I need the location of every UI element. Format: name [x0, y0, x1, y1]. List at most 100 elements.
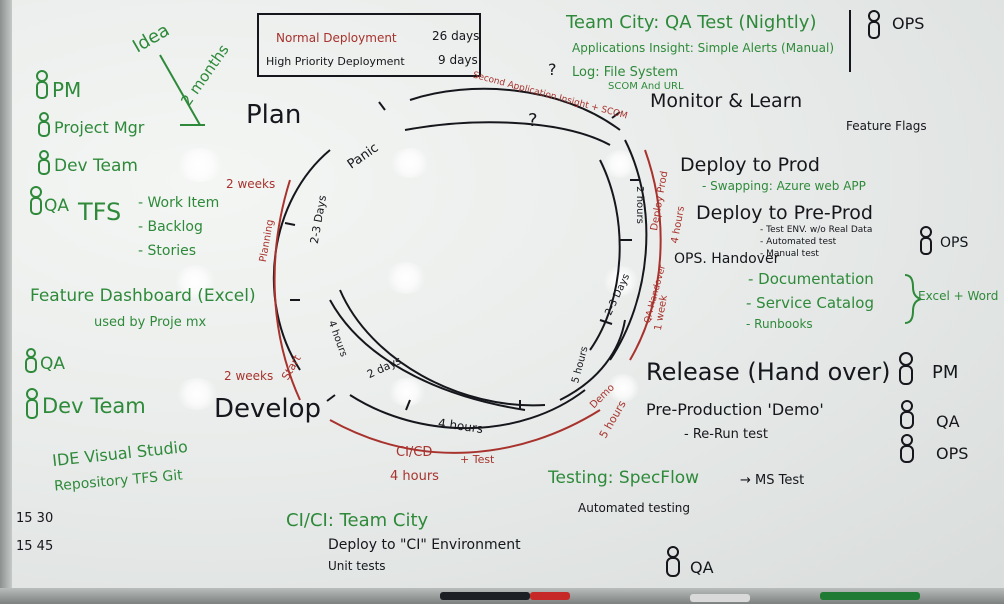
cycle-arc-bottom	[349, 389, 586, 430]
develop-role-qa: QA	[40, 354, 66, 374]
light-glare	[387, 378, 427, 406]
cycle-arc-inner-right	[589, 159, 621, 351]
red-arc-right	[629, 149, 662, 361]
teamcity-ops: OPS	[892, 14, 925, 33]
person-icon	[898, 400, 916, 434]
cycle-label-4-hours-bottom: 4 hours	[390, 469, 439, 484]
role-qa-left: QA	[44, 196, 70, 216]
deploy-preprod-ops: OPS	[940, 235, 969, 251]
phase-plan: Plan	[246, 100, 302, 130]
person-icon	[664, 546, 682, 582]
ops-handover-item: - Runbooks	[746, 317, 813, 331]
cycle-label-question: ?	[548, 60, 557, 79]
light-glare	[390, 148, 430, 178]
ops-handover-title: OPS. Handover	[674, 251, 780, 267]
cycle-arc-right	[609, 139, 648, 361]
cycle-label-2-weeks-top: 2 weeks	[226, 177, 276, 191]
cycle-arc-bottom-right	[559, 319, 626, 401]
testing-arrow: → MS Test	[740, 473, 805, 488]
person-icon	[918, 226, 934, 260]
priority-deployment-days: 9 days	[438, 53, 478, 67]
deploy-box	[257, 13, 481, 77]
preproduction-line2: - Re-Run test	[684, 427, 768, 442]
deploy-preprod-line: - Manual test	[760, 249, 819, 259]
cycle-label-question: ?	[528, 110, 538, 131]
person-icon	[896, 352, 916, 390]
teamcity-log2: SCOM And URL	[608, 81, 684, 92]
ops-handover-item: - Service Catalog	[746, 294, 874, 312]
teamcity-log: Log: File System	[572, 65, 679, 80]
develop-role-dev-team: Dev Team	[42, 394, 146, 418]
phase-release: Release (Hand over)	[646, 358, 891, 386]
person-icon	[34, 70, 50, 104]
person-icon	[28, 186, 44, 220]
marker-pen	[440, 592, 530, 600]
deploy-prod-sub: - Swapping: Azure web APP	[702, 179, 866, 193]
tfs-label: TFS	[78, 198, 122, 226]
ci-title: CI/CI: Team City	[286, 510, 429, 531]
ci-line2: Unit tests	[328, 559, 386, 573]
cycle-label-2-hours: 2 hours	[633, 186, 645, 224]
light-glare	[386, 262, 426, 294]
person-icon	[898, 434, 916, 468]
cycle-arc-left	[272, 149, 331, 371]
teamcity-applications: Applications Insight: Simple Alerts (Man…	[572, 41, 835, 55]
cycle-label-2-weeks-left: 2 weeks	[224, 369, 274, 383]
release-role: OPS	[936, 444, 969, 463]
release-role: QA	[936, 412, 960, 431]
deploy-preprod-title: Deploy to Pre-Prod	[696, 202, 873, 224]
tfs-item: - Work Item	[138, 195, 220, 211]
role-pm-left: PM	[52, 78, 82, 102]
role-dev-team: Dev Team	[54, 156, 138, 176]
ops-handover-item: - Documentation	[748, 270, 874, 288]
release-role: PM	[932, 362, 959, 383]
person-icon	[36, 112, 52, 142]
tfs-item: - Backlog	[138, 219, 203, 235]
cycle-arc-inner-top	[404, 121, 611, 146]
idea-arrow	[159, 54, 201, 126]
deploy-prod-title: Deploy to Prod	[680, 154, 820, 176]
person-icon	[24, 388, 40, 424]
teamcity-title: Team City: QA Test (Nightly)	[566, 12, 817, 33]
feature-flags: Feature Flags	[846, 119, 927, 133]
feature-dashboard-subtitle: used by Proje mx	[94, 315, 207, 330]
normal-deployment-label: Normal Deployment	[276, 31, 397, 45]
testing-line1: Testing: SpecFlow	[548, 468, 700, 488]
person-icon	[24, 348, 38, 378]
feature-dashboard-title: Feature Dashboard (Excel)	[30, 286, 256, 306]
cycle-arc-inner-left	[329, 299, 526, 411]
priority-deployment-label: High Priority Deployment	[266, 55, 405, 68]
light-glare	[606, 374, 640, 402]
ops-handover-excel-word: Excel + Word	[918, 289, 999, 303]
time-note: 15 30	[16, 511, 54, 526]
phase-develop: Develop	[214, 394, 322, 424]
whiteboard-frame-left	[0, 0, 12, 604]
light-glare	[175, 265, 215, 299]
role-project-mgr: Project Mgr	[54, 118, 145, 137]
marker-pen	[530, 592, 570, 600]
red-arc-bottom	[329, 409, 601, 454]
cycle-arc-inner-bottom	[339, 289, 546, 407]
tick-marks	[284, 101, 640, 411]
preproduction-line1: Pre-Production 'Demo'	[646, 400, 824, 419]
deploy-preprod-line: - Automated test	[760, 237, 837, 247]
cycle-label-test: + Test	[460, 453, 495, 466]
deploy-preprod-line: - Test ENV. w/o Real Data	[760, 225, 873, 235]
normal-deployment-days: 26 days	[432, 29, 480, 43]
time-note: 15 45	[16, 539, 54, 554]
brace	[904, 274, 922, 324]
light-glare	[176, 378, 218, 410]
ci-line1: Deploy to "CI" Environment	[328, 537, 521, 553]
marker-pen	[690, 594, 750, 602]
cycle-arc-top	[409, 87, 621, 131]
cycle-label-ci-cd: CI/CD	[396, 445, 433, 460]
marker-pen	[820, 592, 920, 600]
testing-line2: Automated testing	[578, 501, 691, 515]
phase-monitor: Monitor & Learn	[650, 90, 803, 112]
qa-bottom: QA	[690, 558, 714, 577]
red-arc-left	[273, 179, 301, 401]
tfs-item: - Stories	[138, 243, 196, 259]
light-glare	[603, 266, 639, 296]
